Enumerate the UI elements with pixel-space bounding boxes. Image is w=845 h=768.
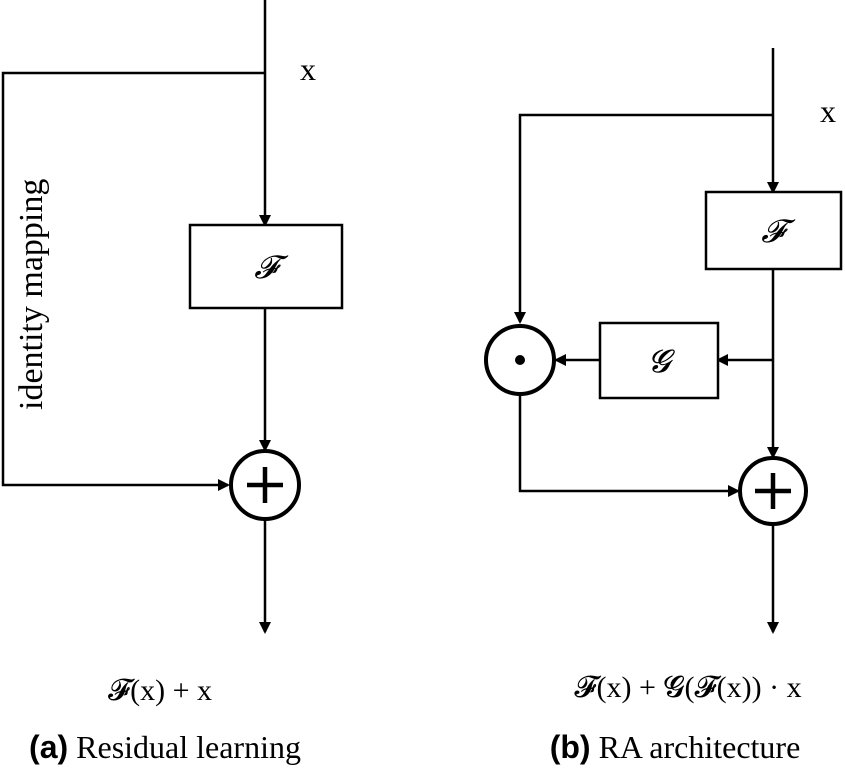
panel-b: x 𝓕 𝓖 𝓕(x) + 𝓖(𝓕(x)) · x [484,48,843,765]
panel-a: x identity mapping 𝓕 𝓕(x) + x (a)Residua… [1,0,344,765]
panel-a-caption: (a)Residual learning [29,729,301,765]
panel-a-f-block [188,223,344,310]
panel-a-caption-tag: (a) [29,729,68,765]
panel-b-caption: (b)RA architecture [550,729,801,765]
panel-a-output-formula: 𝓕(x) + x [108,674,212,707]
panel-a-input-label: x [300,51,316,87]
panel-b-caption-text: RA architecture [599,729,801,765]
panel-a-sum-node [229,449,301,521]
panel-b-output-formula: 𝓕(x) + 𝓖(𝓕(x)) · x [574,671,801,704]
panel-b-g-block [598,321,720,400]
panel-a-caption-text: Residual learning [76,729,301,765]
panel-b-sum-node [738,456,808,526]
panel-b-skip-path [514,113,773,324]
panel-b-multiply-node [484,324,556,396]
panel-b-dot-to-sum-path [518,394,740,497]
panel-a-side-label: identity mapping [13,179,50,410]
panel-b-input-label: x [820,93,836,129]
panel-a-identity-path [1,71,265,491]
panel-b-caption-tag: (b) [550,729,591,765]
panel-b-f-block [704,190,843,271]
